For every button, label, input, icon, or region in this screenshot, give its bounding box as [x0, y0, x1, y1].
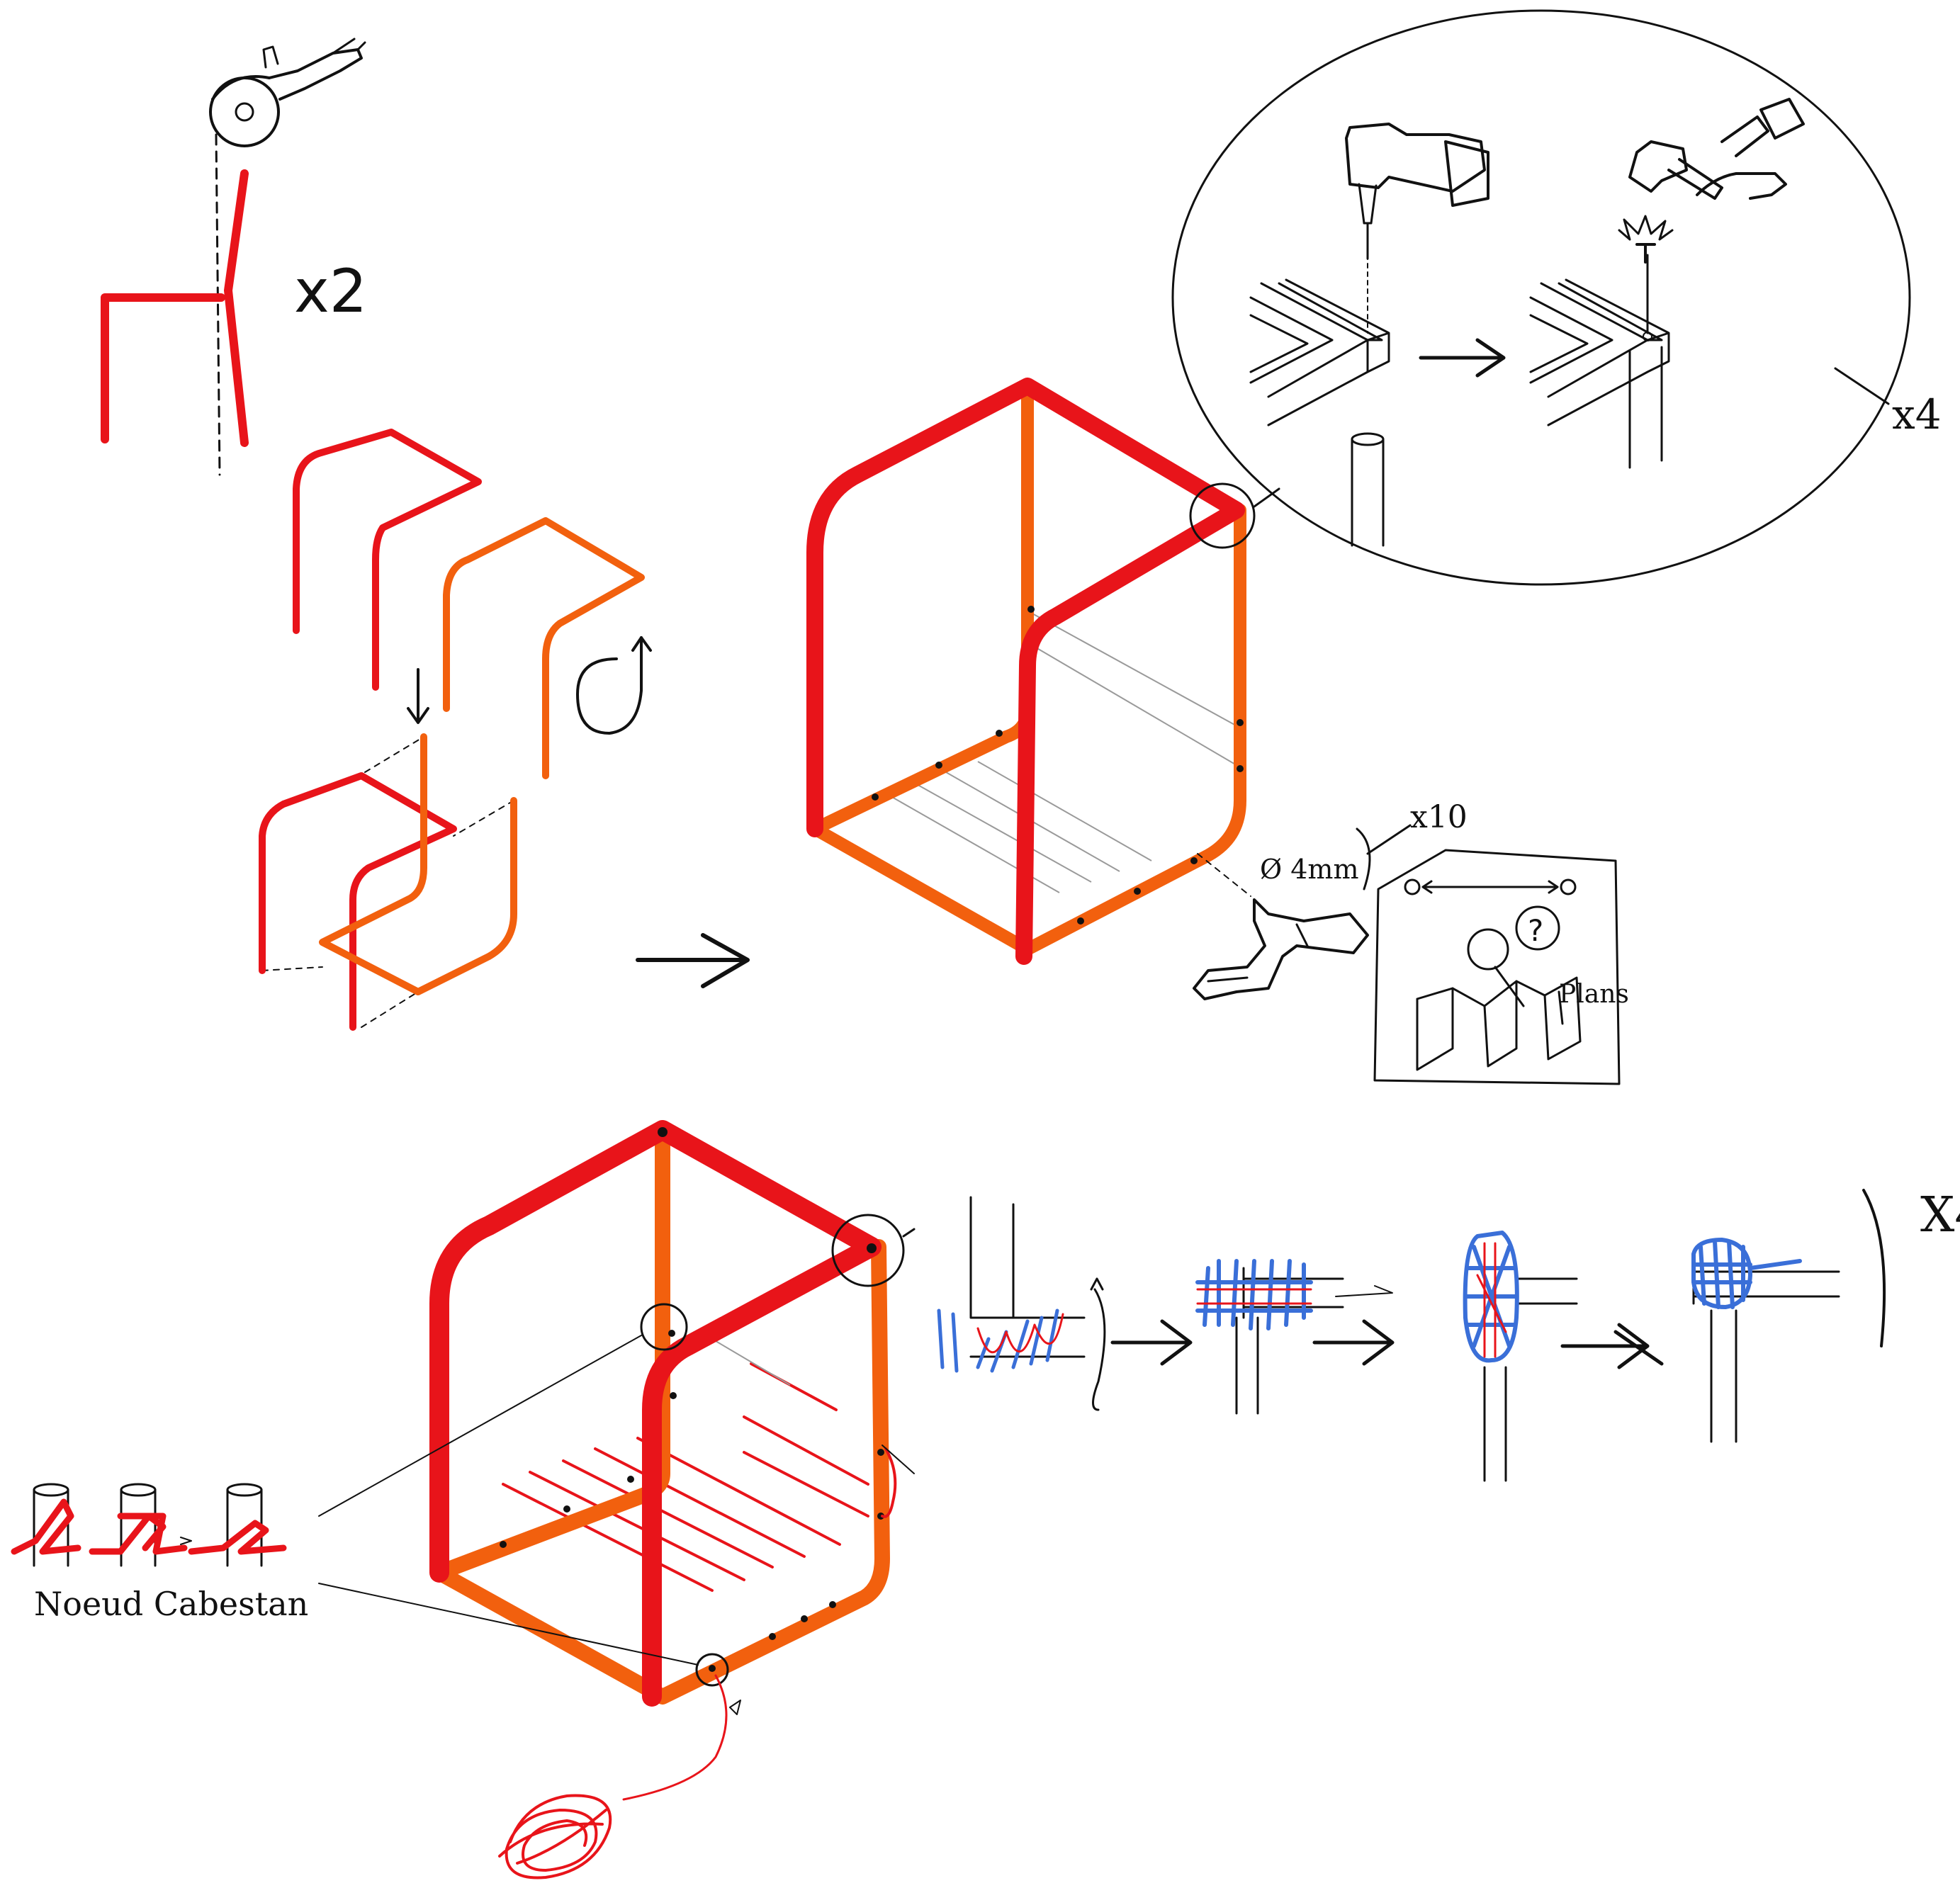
- rope-coil-icon: [500, 1675, 726, 1878]
- cordless-drill-icon: [1346, 124, 1488, 259]
- times-two-label: x2: [294, 256, 367, 326]
- u-frame-orange-bottom: [322, 737, 514, 992]
- corner-lashing-sequence: X4: [939, 1187, 1960, 1481]
- threaded-cube: [319, 1127, 914, 1878]
- u-frame-red-top: [296, 432, 478, 687]
- question-mark: ?: [1528, 913, 1543, 948]
- knot-name-label: Noeud Cabestan: [34, 1585, 308, 1623]
- assembled-cube: [815, 386, 1279, 956]
- threaded-cube-holes: [500, 1127, 884, 1672]
- cordless-drill-icon: [1194, 900, 1368, 999]
- times-ten-label: x10: [1410, 799, 1468, 835]
- cabestan-knot-detail: Noeud Cabestan: [14, 1484, 308, 1623]
- rotate-icon: [578, 638, 650, 733]
- detail-bubble-nailing: x4: [1173, 11, 1942, 584]
- hammer-hand-icon: [1630, 99, 1803, 198]
- cube-holes: [872, 606, 1244, 925]
- times-four-top-label: x4: [1892, 390, 1942, 439]
- step-cut-tube: x2: [105, 39, 367, 475]
- plans-label: Plans: [1559, 980, 1629, 1009]
- step-combine-frames: [262, 432, 748, 1027]
- drill-holes-detail: Ø 4mm x10 ? Plans: [1194, 799, 1629, 1084]
- u-frame-orange-top: [446, 521, 641, 776]
- drill-diameter-label: Ø 4mm: [1260, 854, 1358, 885]
- times-four-bottom-label: X4: [1920, 1187, 1960, 1243]
- plans-card: ? Plans: [1375, 850, 1629, 1084]
- angle-grinder-icon: [210, 39, 365, 146]
